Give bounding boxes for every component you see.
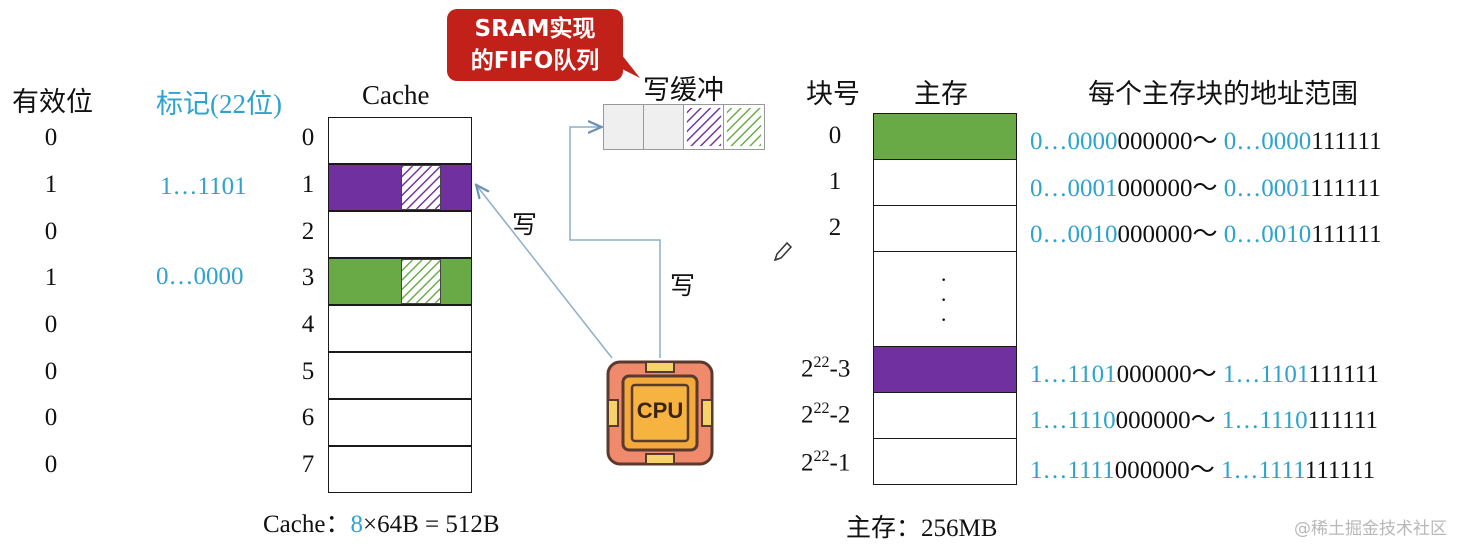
callout-line-1: SRAM实现 xyxy=(474,16,596,42)
memory-block-1 xyxy=(873,159,1017,206)
write-to-cache-label: 写 xyxy=(512,212,538,239)
cache-line-1 xyxy=(328,164,472,211)
memory-block-2 xyxy=(873,205,1017,252)
address-range-row: 0…0001000000～ 0…0001111111 xyxy=(1030,175,1381,202)
block-number-last-1: 222-1 xyxy=(801,448,851,477)
address-range-row: 1…1110000000～ 1…1110111111 xyxy=(1030,407,1378,434)
arrow-cpu-to-cache xyxy=(477,186,613,359)
block-number-0: 0 xyxy=(828,122,842,149)
cache-line-3 xyxy=(328,258,472,305)
cache-line-number-0: 0 xyxy=(301,124,315,151)
write-buffer-slot-1 xyxy=(603,104,645,150)
valid-bit-7: 0 xyxy=(44,451,58,478)
block-number-last-3: 222-3 xyxy=(801,354,851,383)
cache-line-4 xyxy=(328,305,472,352)
cache-line-5 xyxy=(328,352,472,399)
cache-line-1-hatch xyxy=(401,165,441,210)
watermark: @稀土掘金技术社区 xyxy=(1294,519,1447,539)
cache-line-number-1: 1 xyxy=(301,171,315,198)
cpu-label: CPU xyxy=(636,398,684,423)
address-range-row: 0…0000000000～ 0…0000111111 xyxy=(1030,128,1382,155)
block-number-2: 2 xyxy=(828,214,842,241)
write-to-buffer-label: 写 xyxy=(670,273,696,300)
cache-header: Cache xyxy=(362,80,430,110)
tag-line-1: 1…1101 xyxy=(160,173,247,200)
address-range-header: 每个主存块的地址范围 xyxy=(1088,79,1358,109)
cache-line-number-2: 2 xyxy=(301,218,315,245)
cache-line-number-6: 6 xyxy=(301,404,315,431)
tag-header: 标记(22位) xyxy=(156,89,282,119)
valid-bit-header: 有效位 xyxy=(12,87,93,117)
cache-line-number-3: 3 xyxy=(301,264,315,291)
valid-bit-0: 0 xyxy=(44,124,58,151)
memory-block-ellipsis: ··· xyxy=(873,251,1017,347)
block-number-header: 块号 xyxy=(806,79,860,109)
write-buffer-slot-4-green xyxy=(723,104,765,150)
cache-line-2 xyxy=(328,211,472,258)
write-buffer-slot-2 xyxy=(643,104,685,150)
cpu-chip-icon: CPU xyxy=(606,360,714,466)
sram-fifo-callout: SRAM实现 的FIFO队列 xyxy=(447,9,623,81)
valid-bit-5: 0 xyxy=(44,358,58,385)
address-range-row: 1…1111000000～ 1…1111111111 xyxy=(1030,457,1376,484)
memory-block-last-2 xyxy=(873,392,1017,439)
cache-line-3-hatch xyxy=(401,259,441,304)
address-range-row: 1…1101000000～ 1…1101111111 xyxy=(1030,361,1379,388)
cache-line-0 xyxy=(328,117,472,164)
valid-bit-6: 0 xyxy=(44,404,58,431)
callout-line-2: 的FIFO队列 xyxy=(470,48,600,74)
cache-size-footer: Cache：8×64B = 512B xyxy=(263,511,500,538)
memory-size-footer: 主存：256MB xyxy=(846,515,998,542)
cache-line-6 xyxy=(328,399,472,446)
cache-line-number-5: 5 xyxy=(301,358,315,385)
cache-line-number-7: 7 xyxy=(301,451,315,478)
write-buffer-label: 写缓冲 xyxy=(643,75,724,105)
block-number-1: 1 xyxy=(828,168,842,195)
cache-line-7 xyxy=(328,446,472,493)
vertical-ellipsis: ··· xyxy=(940,267,948,332)
block-number-last-2: 222-2 xyxy=(801,400,851,429)
arrow-cpu-to-write-buffer xyxy=(569,127,661,358)
pencil-cursor-icon xyxy=(773,241,793,262)
address-range-row: 0…0010000000～ 0…0010111111 xyxy=(1030,221,1382,248)
valid-bit-4: 0 xyxy=(44,311,58,338)
memory-block-last-1 xyxy=(873,438,1017,485)
valid-bit-1: 1 xyxy=(44,171,58,198)
memory-block-last-3 xyxy=(873,346,1017,393)
callout-pointer xyxy=(600,40,640,78)
memory-block-0 xyxy=(873,113,1017,160)
cache-line-number-4: 4 xyxy=(301,311,315,338)
valid-bit-3: 1 xyxy=(44,264,58,291)
write-buffer-slot-3-purple xyxy=(683,104,725,150)
valid-bit-2: 0 xyxy=(44,218,58,245)
tag-line-3: 0…0000 xyxy=(156,263,244,290)
main-memory-header: 主存 xyxy=(914,79,968,109)
